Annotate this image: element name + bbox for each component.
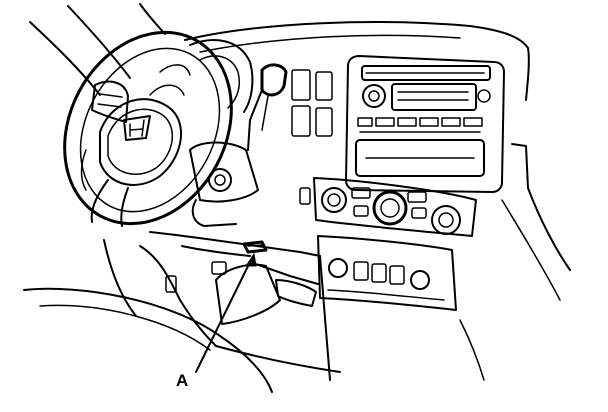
callout-arrow	[195, 252, 257, 373]
fuse-cover	[165, 261, 319, 325]
instrument-cluster	[149, 39, 254, 113]
right-dash-edge	[501, 143, 571, 301]
dashboard-top	[184, 21, 530, 101]
lower-center-panel	[317, 235, 457, 311]
climate-control	[299, 177, 477, 237]
steering-wheel	[63, 30, 233, 227]
steering-column	[189, 63, 288, 227]
seat-outline	[23, 287, 273, 393]
component-a	[242, 240, 268, 254]
left-vent	[91, 80, 129, 123]
windshield-lines	[29, 3, 166, 96]
callout-label-a: A	[176, 371, 188, 390]
center-switches	[291, 69, 333, 137]
lower-dash	[103, 231, 485, 381]
audio-unit	[345, 55, 505, 193]
